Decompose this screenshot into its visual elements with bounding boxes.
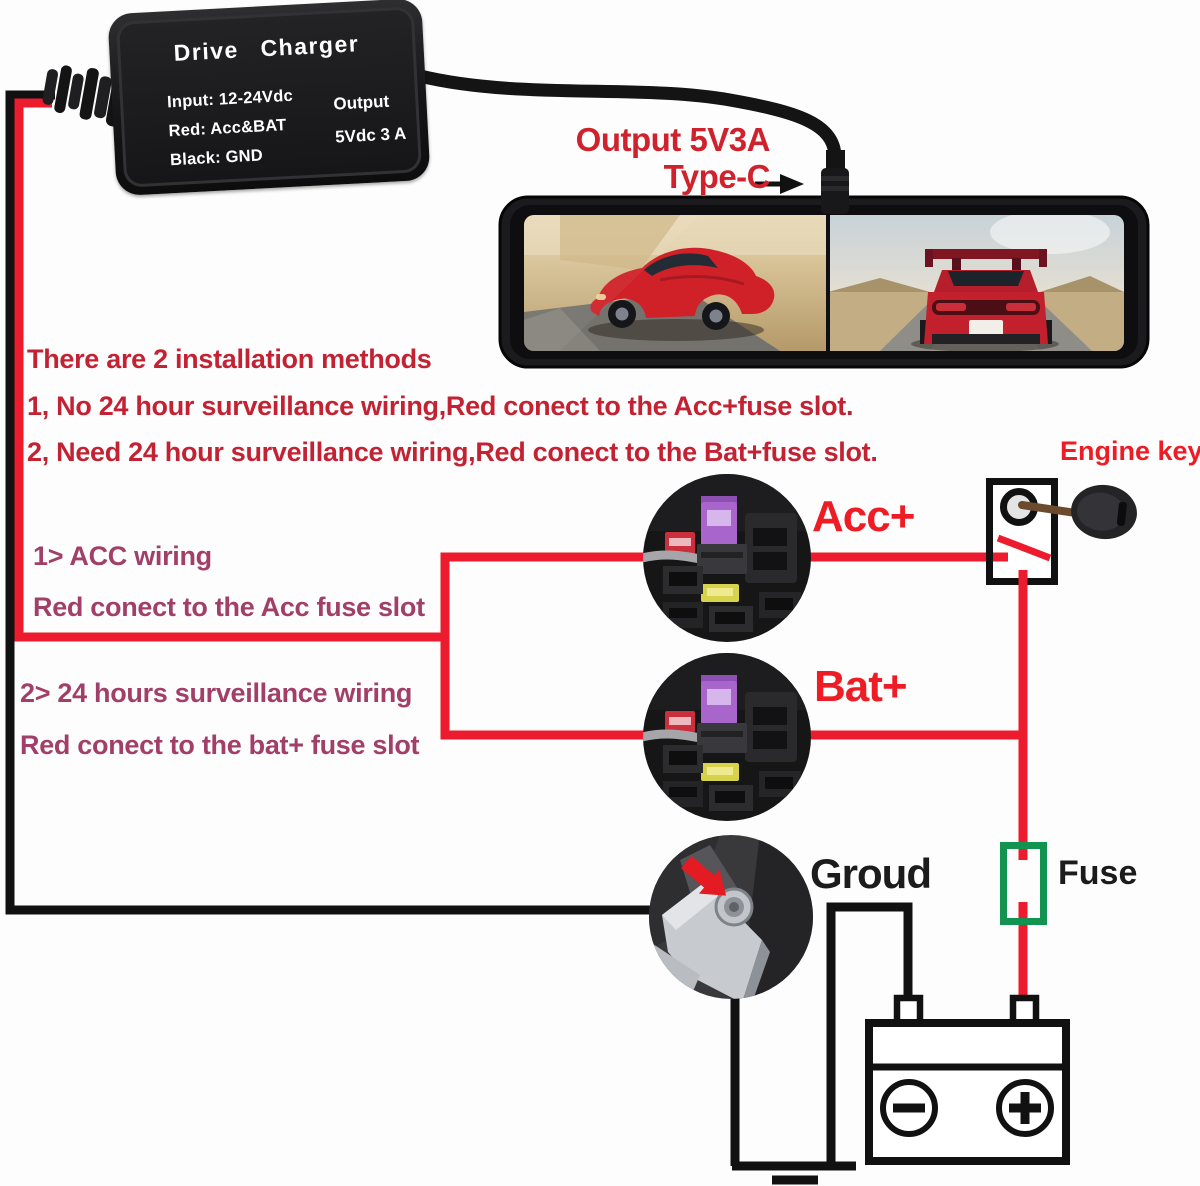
output-annotation: Output 5V3A Type-C <box>470 121 771 195</box>
ground-photo <box>649 835 813 999</box>
fuse-symbol <box>1000 842 1047 925</box>
instructions-method2: 2, Need 24 hour surveillance wiring,Red … <box>27 437 878 467</box>
engine-key-switch <box>986 478 1058 585</box>
charger-output-specs: Output 5Vdc 3 A <box>333 84 408 154</box>
red-power-wire <box>14 98 1026 740</box>
charger-output-label: Output <box>332 91 390 114</box>
charger-title: Drive Charger <box>173 30 360 66</box>
acc-fusebox-photo <box>642 473 812 643</box>
charger-output-value: 5Vdc 3 A <box>334 123 407 147</box>
acc-label: Acc+ <box>812 492 915 541</box>
red-car-rear <box>920 249 1052 344</box>
engine-key-label: Engine key <box>1060 436 1200 466</box>
charger-black-spec: Black: GND <box>169 146 264 170</box>
acc-wiring-desc: Red conect to the Acc fuse slot <box>33 592 425 622</box>
output-annotation-line1: Output 5V3A <box>575 121 771 158</box>
type-c-arrow-icon <box>755 174 804 194</box>
type-c-plug <box>821 150 849 214</box>
fuse-label: Fuse <box>1058 854 1138 892</box>
bat-fusebox-photo <box>642 652 812 822</box>
ground-symbol <box>732 1161 856 1185</box>
key-icon <box>1018 484 1137 540</box>
red-car-front <box>590 247 775 330</box>
battery-negative-terminal-icon <box>880 1079 938 1137</box>
power-cable <box>413 69 842 163</box>
charger-specs: Input: 12-24Vdc Red: Acc&BAT Black: GND <box>166 82 296 175</box>
dashcam-screen-right <box>828 215 1124 351</box>
battery-symbol <box>865 994 1070 1165</box>
rearview-mirror-dashcam <box>498 195 1150 369</box>
charger-face: Drive Charger Input: 12-24Vdc Red: Acc&B… <box>115 6 423 188</box>
dashcam-screen-left <box>524 215 828 351</box>
instructions-heading: There are 2 installation methods <box>27 344 432 374</box>
drive-charger-module: Drive Charger Input: 12-24Vdc Red: Acc&B… <box>107 0 431 197</box>
bat-wiring-title: 2> 24 hours surveillance wiring <box>20 678 413 708</box>
ground-arrow-icon <box>681 856 727 896</box>
ground-label: Groud <box>810 850 932 897</box>
instructions-method1: 1, No 24 hour surveillance wiring,Red co… <box>27 391 854 421</box>
acc-wiring-title: 1> ACC wiring <box>33 541 212 571</box>
black-ground-wire <box>5 90 913 1166</box>
output-annotation-line2: Type-C <box>663 158 771 195</box>
bat-wiring-desc: Red conect to the bat+ fuse slot <box>20 730 420 760</box>
bat-label: Bat+ <box>814 662 908 711</box>
battery-positive-terminal-icon <box>996 1079 1054 1137</box>
